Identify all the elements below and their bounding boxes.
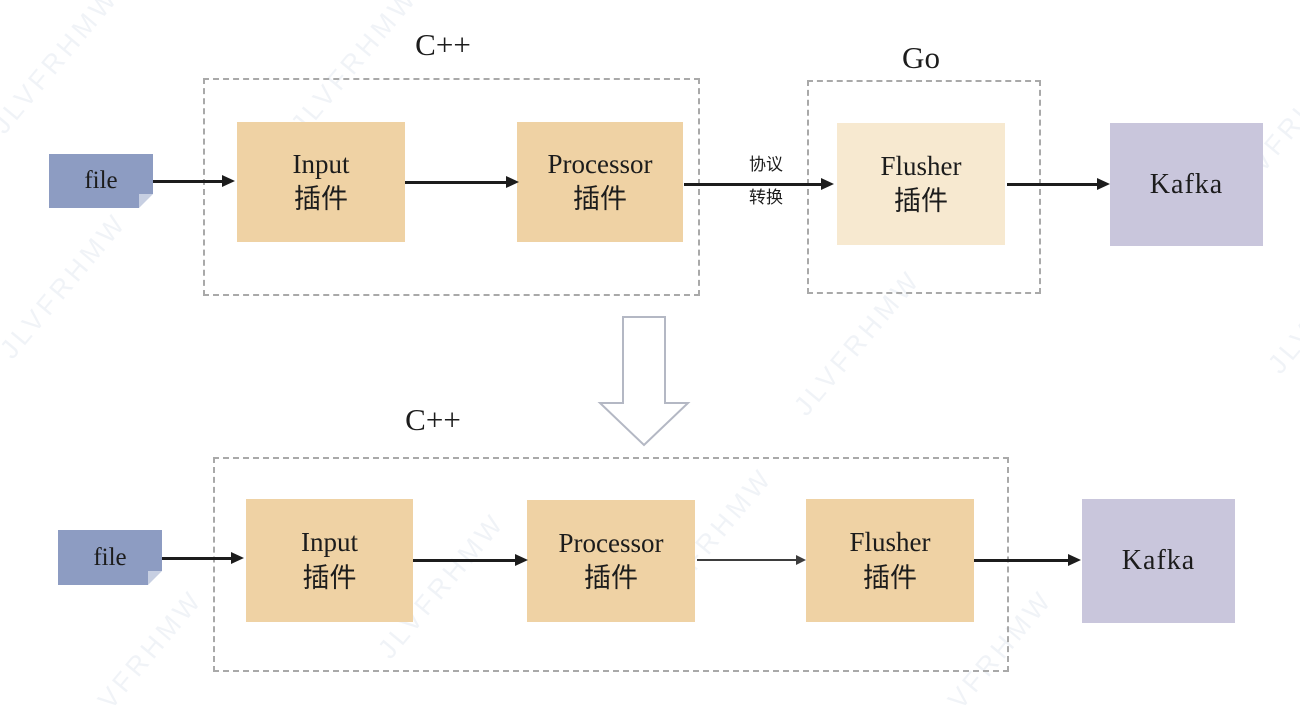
protocol-conversion-line1: 协议 (749, 155, 783, 174)
bottom-flusher-plugin-suffix: 插件 (863, 562, 917, 593)
top-kafka-node: Kafka (1110, 123, 1263, 246)
arrowhead-icon (231, 552, 244, 564)
bottom-processor-plugin-node: Processor 插件 (527, 500, 695, 622)
down-arrow-shape (597, 316, 691, 447)
arrow-shaft (153, 179, 222, 183)
bottom-flusher-plugin-node: Flusher 插件 (806, 499, 974, 622)
top-cpp-group-frame (203, 78, 700, 296)
top-go-group-frame (807, 80, 1041, 294)
arrow-shaft (684, 182, 821, 186)
bottom-file-node: file (58, 530, 162, 585)
protocol-conversion-line2: 转换 (749, 188, 783, 208)
top-flusher-plugin-node: Flusher 插件 (837, 123, 1005, 245)
watermark-text: JLVFRHMW (70, 584, 209, 706)
bottom-kafka-node: Kafka (1082, 499, 1235, 623)
watermark-text: JLVFRHMW (1262, 222, 1300, 380)
top-input-plugin-suffix: 插件 (294, 184, 348, 214)
top-processor-plugin-suffix: 插件 (573, 184, 627, 214)
arrowhead-icon (1097, 178, 1110, 190)
arrow-bottom-file-to-input (162, 552, 244, 564)
transition-down-arrow (597, 316, 691, 447)
arrowhead-icon (515, 554, 528, 566)
top-kafka-label: Kafka (1149, 168, 1224, 200)
arrow-shaft (1007, 182, 1097, 186)
arrow-shaft (413, 558, 515, 562)
bottom-kafka-label: Kafka (1121, 545, 1196, 576)
arrowhead-icon (1068, 554, 1081, 566)
arrow-top-processor-to-flusher (684, 178, 834, 190)
bottom-processor-plugin-suffix: 插件 (584, 563, 638, 593)
top-processor-plugin-name: Processor (547, 148, 653, 179)
arrowhead-icon (796, 555, 806, 565)
arrow-shaft (974, 558, 1068, 562)
arrowhead-icon (506, 176, 519, 188)
bottom-input-plugin-node: Input 插件 (246, 499, 413, 622)
bottom-file-label: file (93, 543, 127, 571)
protocol-conversion-label: 协议 转换 (735, 155, 797, 209)
top-input-plugin-node: Input 插件 (237, 122, 405, 242)
bottom-input-plugin-suffix: 插件 (302, 562, 357, 593)
arrow-shaft (405, 180, 506, 184)
arrow-top-flusher-to-kafka (1007, 178, 1110, 190)
arrow-shaft (697, 559, 796, 561)
arrow-bottom-input-to-processor (413, 554, 528, 566)
arrow-bottom-processor-to-flusher (697, 555, 806, 565)
top-cpp-group-label: C++ (415, 27, 471, 62)
top-processor-plugin-node: Processor 插件 (517, 122, 683, 242)
arrowhead-icon (222, 175, 235, 187)
bottom-processor-plugin-name: Processor (558, 527, 664, 558)
bottom-input-plugin-name: Input (301, 527, 358, 558)
arrow-top-file-to-input (153, 175, 235, 187)
top-file-label: file (84, 167, 118, 194)
arrow-shaft (162, 556, 231, 560)
top-file-node: file (49, 154, 153, 208)
bottom-flusher-plugin-name: Flusher (849, 527, 931, 558)
bottom-cpp-group-frame (213, 457, 1009, 672)
arrow-top-input-to-processor (405, 176, 519, 188)
top-go-group-label: Go (902, 40, 940, 75)
arrowhead-icon (821, 178, 834, 190)
bottom-cpp-group-label: C++ (405, 402, 461, 437)
top-flusher-plugin-suffix: 插件 (894, 186, 948, 216)
watermark-text: JLVFRHMW (0, 207, 133, 365)
arrow-bottom-flusher-to-kafka (974, 554, 1081, 566)
top-input-plugin-name: Input (292, 148, 350, 179)
watermark-text: JLVFRHMW (0, 0, 125, 140)
top-flusher-plugin-name: Flusher (880, 150, 962, 181)
